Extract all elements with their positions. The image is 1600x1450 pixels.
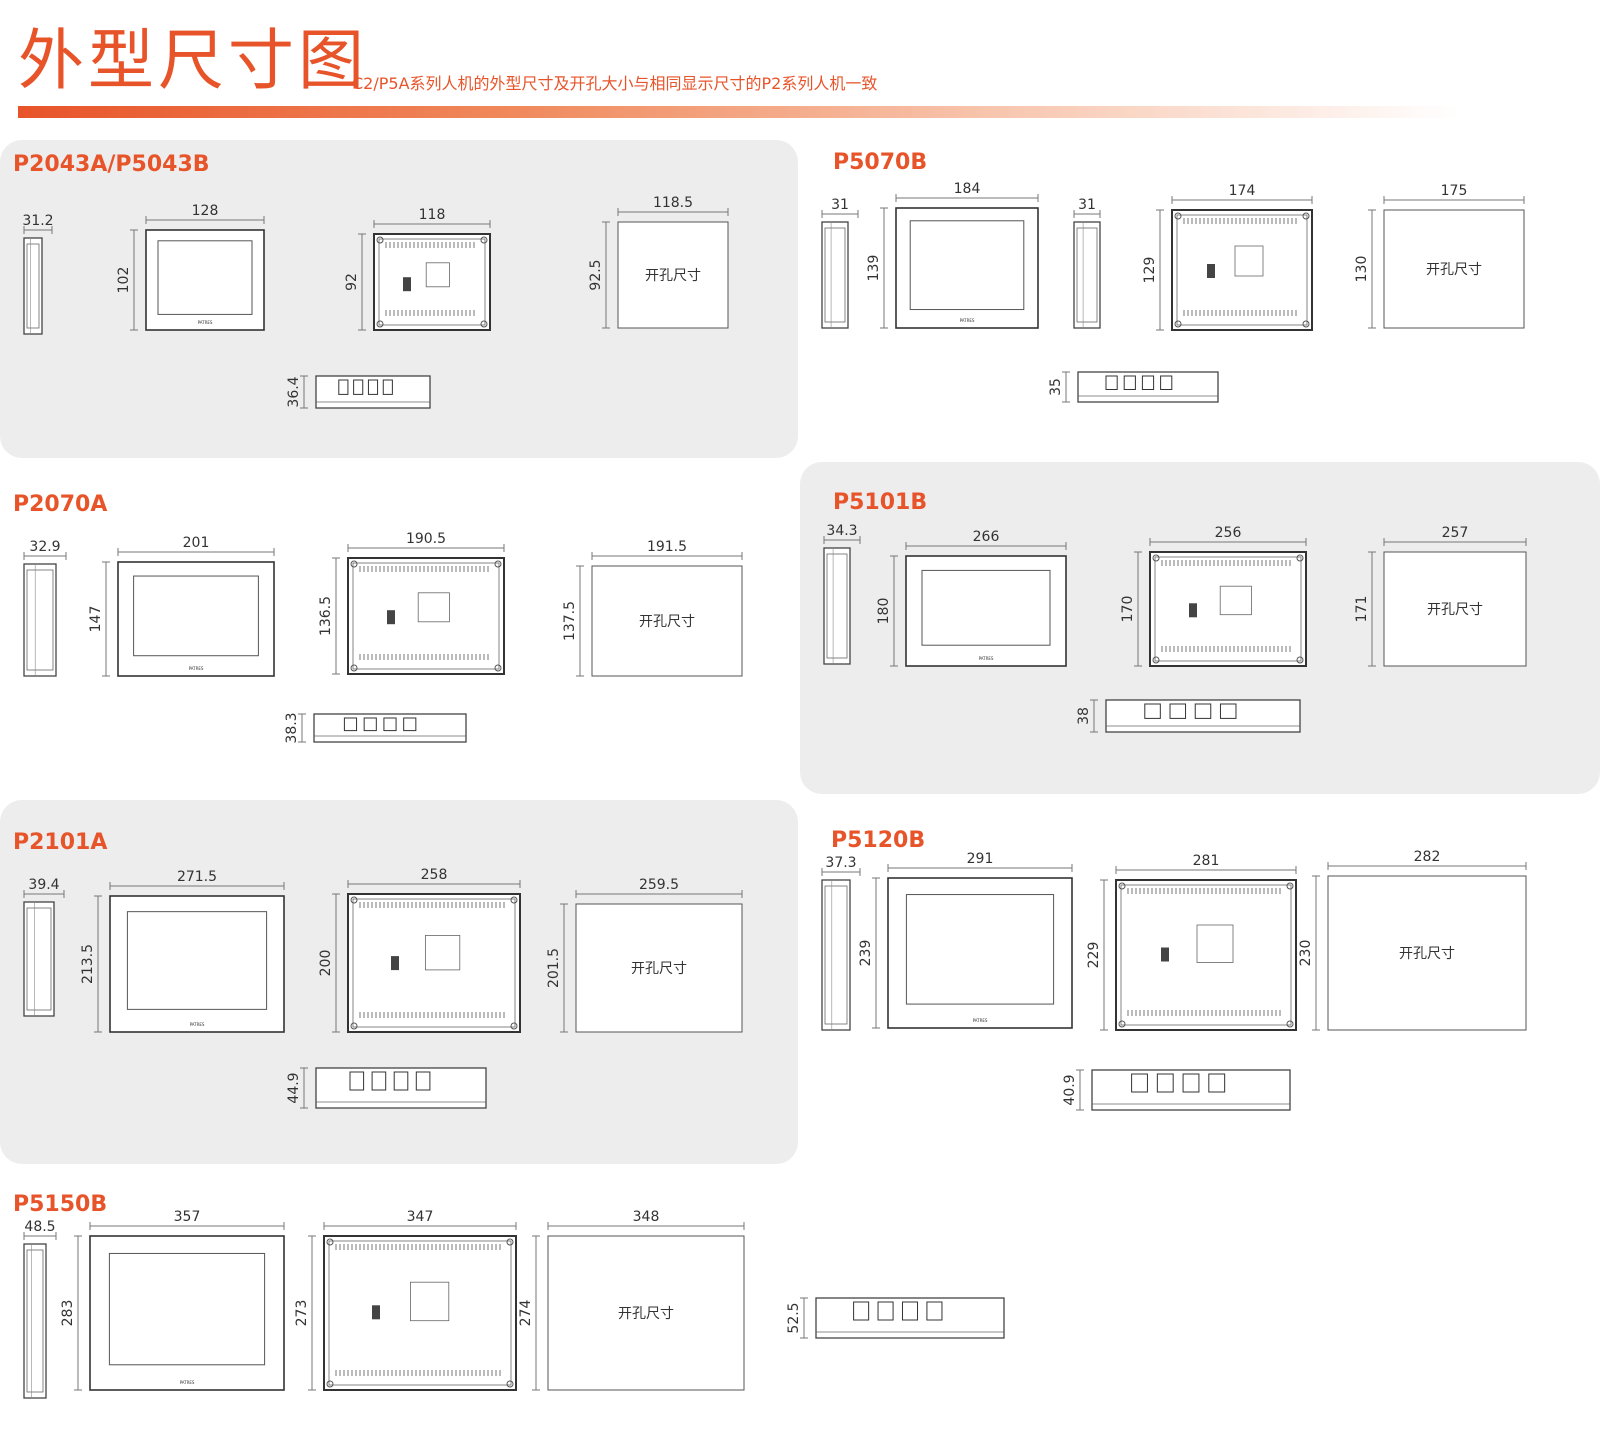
depth-dimension: 39.4: [28, 877, 59, 893]
model-label-p2043a: P2043A/P5043B: [13, 152, 210, 177]
back-height-dimension: 129: [1142, 257, 1158, 284]
cutout-label: 开孔尺寸: [1426, 262, 1482, 278]
svg-text:PATRES: PATRES: [979, 656, 994, 661]
front-height-dimension: 139: [866, 255, 882, 282]
back-height-dimension: 136.5: [318, 596, 334, 636]
front-width-dimension: 291: [967, 851, 994, 867]
bottom-depth-dimension: 35: [1048, 378, 1064, 396]
depth-dimension: 32.9: [29, 539, 60, 555]
cutout-label: 开孔尺寸: [639, 614, 695, 630]
cutout-width-dimension: 175: [1441, 183, 1468, 199]
cutout-height-dimension: 171: [1354, 596, 1370, 623]
front-height-dimension: 283: [60, 1300, 76, 1327]
depth-dimension: 31: [831, 197, 849, 213]
cutout-width-dimension: 191.5: [647, 539, 687, 555]
svg-text:PATRES: PATRES: [960, 318, 975, 323]
bottom-depth-dimension: 36.4: [286, 376, 302, 407]
cutout-label: 开孔尺寸: [1399, 946, 1455, 962]
cutout-label: 开孔尺寸: [631, 961, 687, 977]
front-width-dimension: 271.5: [177, 869, 217, 885]
model-label-p5120b: P5120B: [831, 828, 926, 853]
back-width-dimension: 281: [1193, 853, 1220, 869]
svg-text:PATRES: PATRES: [180, 1380, 195, 1385]
cutout-width-dimension: 259.5: [639, 877, 679, 893]
page-subtitle: C2/P5A系列人机的外型尺寸及开孔大小与相同显示尺寸的P2系列人机一致: [352, 74, 878, 93]
back-width-dimension: 190.5: [406, 531, 446, 547]
back-width-dimension: 174: [1229, 183, 1256, 199]
cutout-width-dimension: 348: [633, 1209, 660, 1225]
front-height-dimension: 180: [876, 598, 892, 625]
cutout-height-dimension: 274: [518, 1300, 534, 1327]
cutout-label: 开孔尺寸: [618, 1306, 674, 1322]
cutout-height-dimension: 230: [1298, 940, 1314, 967]
bottom-depth-dimension: 44.9: [286, 1072, 302, 1103]
svg-text:PATRES: PATRES: [198, 320, 213, 325]
model-label-p5070b: P5070B: [833, 150, 928, 175]
front-height-dimension: 102: [116, 267, 132, 294]
back-width-dimension: 256: [1215, 525, 1242, 541]
bottom-depth-dimension: 38.3: [284, 712, 300, 743]
back-height-dimension: 92: [344, 273, 360, 291]
cutout-height-dimension: 130: [1354, 256, 1370, 283]
bottom-depth-dimension: 52.5: [786, 1302, 802, 1333]
cutout-width-dimension: 282: [1414, 849, 1441, 865]
depth-dimension: 48.5: [24, 1219, 55, 1235]
front-height-dimension: 147: [88, 606, 104, 633]
front-width-dimension: 201: [183, 535, 210, 551]
cutout-label: 开孔尺寸: [645, 268, 701, 284]
back-width-dimension: 347: [407, 1209, 434, 1225]
svg-text:PATRES: PATRES: [189, 666, 204, 671]
front-width-dimension: 357: [174, 1209, 201, 1225]
back-height-dimension: 170: [1120, 596, 1136, 623]
cutout-width-dimension: 257: [1442, 525, 1469, 541]
depth-dimension: 34.3: [826, 523, 857, 539]
depth-dimension: 37.3: [825, 855, 856, 871]
title-underline-bar: [18, 106, 1458, 118]
back-height-dimension: 229: [1086, 942, 1102, 969]
model-label-p2070a: P2070A: [13, 492, 108, 517]
cutout-label: 开孔尺寸: [1427, 602, 1483, 618]
cutout-width-dimension: 118.5: [653, 195, 693, 211]
back-width-dimension: 258: [421, 867, 448, 883]
front-width-dimension: 128: [192, 203, 219, 219]
model-label-p5101b: P5101B: [833, 490, 928, 515]
front-width-dimension: 266: [973, 529, 1000, 545]
cutout-height-dimension: 137.5: [562, 601, 578, 641]
svg-text:PATRES: PATRES: [190, 1022, 205, 1027]
model-label-p5150b: P5150B: [13, 1192, 108, 1217]
svg-text:PATRES: PATRES: [973, 1018, 988, 1023]
depth-dimension: 31.2: [22, 213, 53, 229]
cutout-height-dimension: 92.5: [588, 259, 604, 290]
bottom-depth-dimension: 40.9: [1062, 1074, 1078, 1105]
bottom-depth-dimension: 38: [1076, 707, 1092, 725]
page-title: 外型尺寸图: [18, 22, 368, 99]
front-height-dimension: 239: [858, 940, 874, 967]
back-width-dimension: 118: [419, 207, 446, 223]
front-width-dimension: 184: [954, 181, 981, 197]
depth-dimension: 31: [1078, 197, 1096, 213]
back-height-dimension: 200: [318, 950, 334, 977]
front-height-dimension: 213.5: [80, 944, 96, 984]
back-height-dimension: 273: [294, 1300, 310, 1327]
model-label-p2101a: P2101A: [13, 830, 108, 855]
cutout-height-dimension: 201.5: [546, 948, 562, 988]
